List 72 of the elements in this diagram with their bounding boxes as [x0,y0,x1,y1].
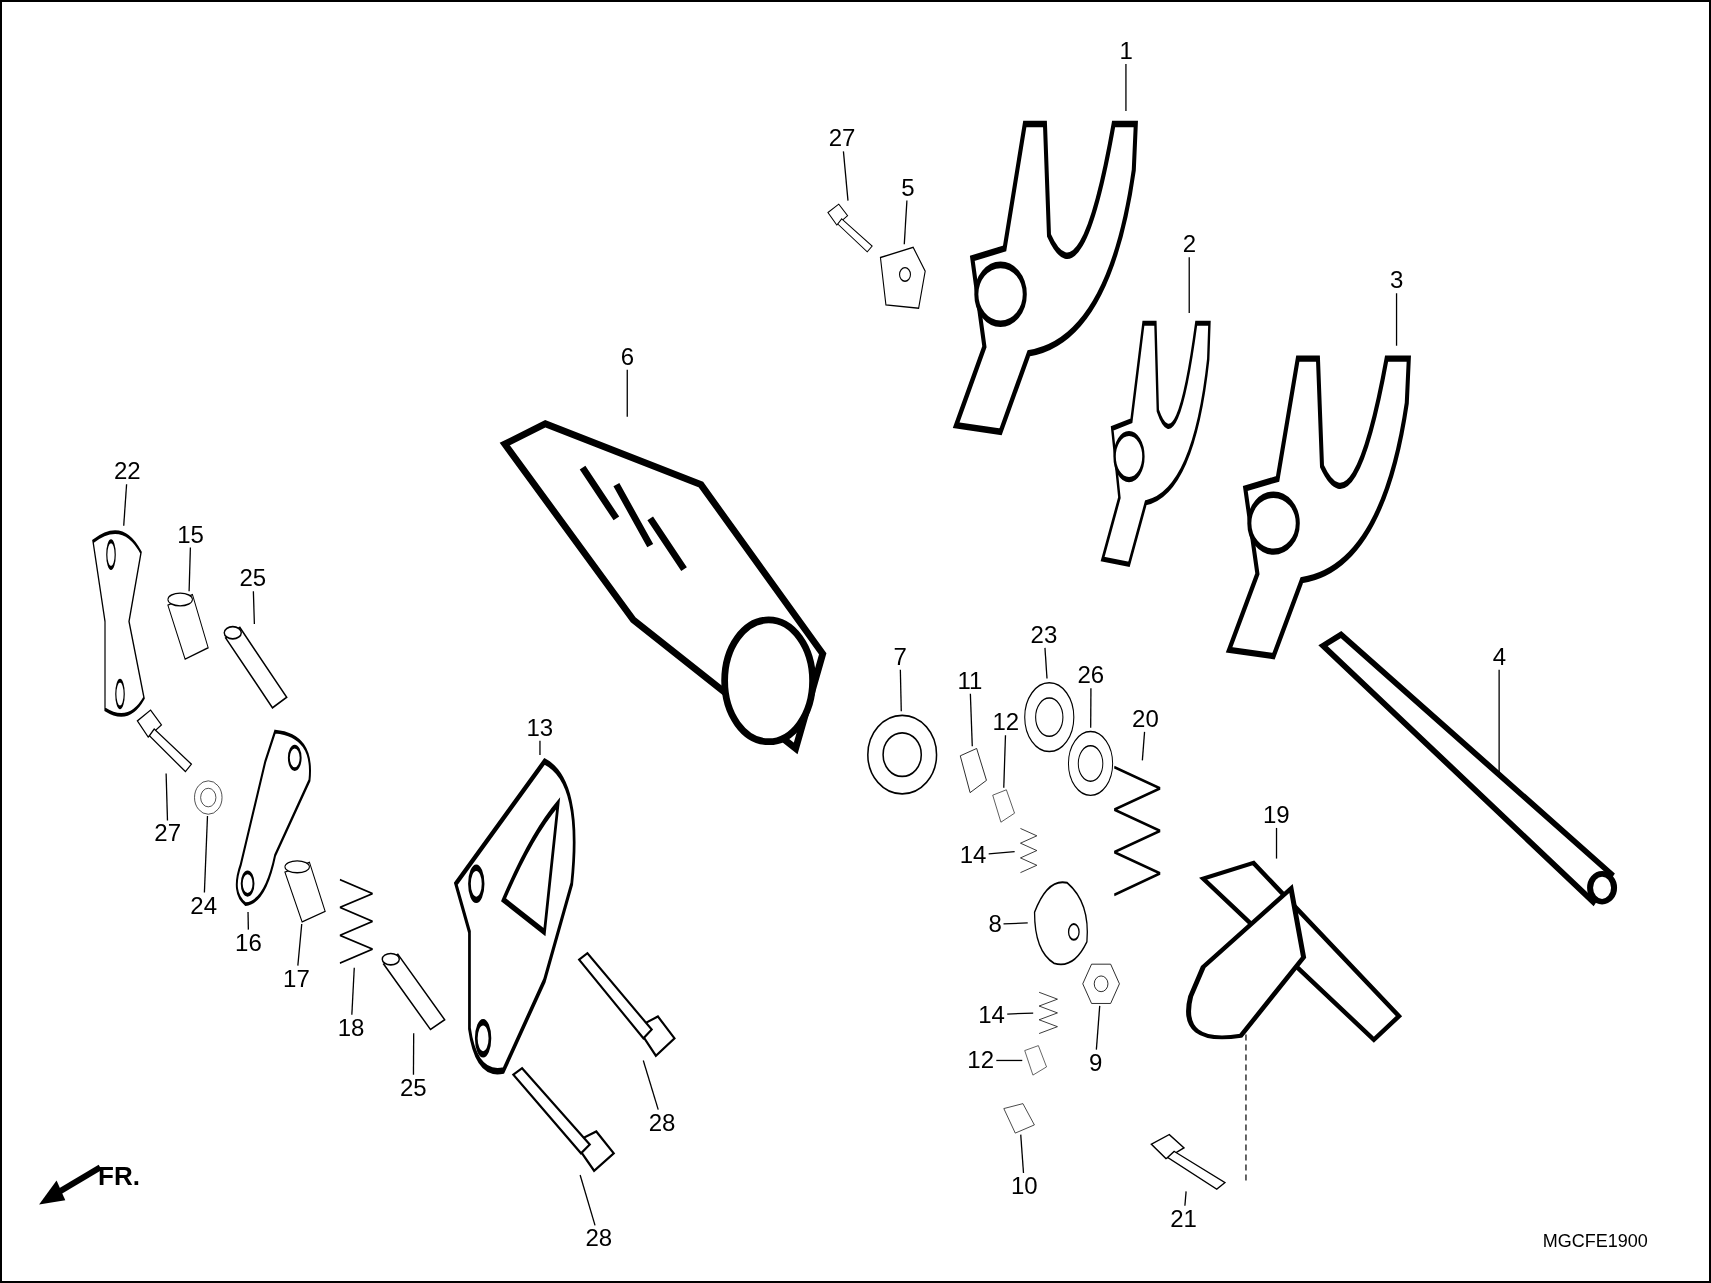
callout-number: 6 [618,343,637,370]
callout-number: 27 [826,125,858,152]
callout-number: 26 [1075,662,1107,689]
callout-number: 11 [955,667,985,694]
leader-line [1006,1012,1034,1015]
leader-line [903,199,908,245]
leader-line [1184,1190,1187,1207]
callout-number: 24 [188,892,220,919]
callout-number: 13 [524,714,556,741]
callout-number: 25 [397,1074,429,1101]
leader-line [626,369,628,418]
callout-number: 23 [1028,621,1060,648]
washer-drawing [192,778,224,816]
leader-line [412,1032,415,1076]
leader-line [1095,1005,1101,1051]
leader-line [579,1174,596,1226]
callout-number: 5 [899,174,917,201]
callout-number: 12 [990,709,1022,736]
callout-number: 22 [112,458,143,485]
callout-number: 28 [583,1225,615,1252]
callout-number: 10 [1008,1172,1040,1199]
callout-number: 27 [152,820,184,847]
leader-line [247,911,249,931]
leader-line [1395,292,1398,347]
leader-line [1188,256,1190,314]
leader-line [188,546,192,592]
callout-number: 1 [1117,38,1135,65]
small-part-drawing [1022,1044,1050,1077]
callout-number: 2 [1180,231,1199,258]
leader-line [899,669,902,712]
callout-number: 14 [957,842,989,869]
leader-line [165,772,169,822]
nut-drawing [1082,962,1121,1006]
callout-number: 21 [1168,1205,1199,1232]
callout-number: 8 [986,911,1004,938]
callout-number: 16 [233,929,264,956]
small-part-drawing [989,787,1017,824]
leader-line [1275,827,1278,860]
callout-number: 18 [335,1014,367,1041]
leader-line [297,923,303,967]
leader-line [642,1059,659,1111]
callout-number: 14 [976,1001,1007,1028]
leader-line [1044,647,1048,680]
leader-line [1003,734,1007,789]
callout-number: 15 [175,521,206,548]
callout-number: 12 [965,1047,996,1074]
leader-line [123,483,128,527]
leader-line [1125,63,1127,112]
leader-line [842,150,849,202]
leader-line [203,815,209,894]
leader-line [988,850,1016,855]
leader-line [351,967,355,1016]
leader-line [1141,731,1146,762]
callout-number: 3 [1388,267,1406,294]
callout-number: 25 [237,565,269,592]
callout-number: 28 [646,1109,678,1136]
diagram-code: MGCFE1900 [1542,1230,1648,1252]
leader-line [539,740,541,756]
direction-label: FR. [98,1160,140,1192]
callout-number: 9 [1086,1049,1105,1076]
callout-number: 4 [1490,643,1508,670]
leader-line [995,1059,1023,1062]
callout-number: 7 [891,643,909,670]
callout-number: 19 [1261,801,1292,828]
shaft-drawing [1316,629,1617,908]
callout-number: 20 [1130,705,1161,732]
callout-number: 17 [281,965,312,992]
leader-line [969,693,973,747]
leader-line [1020,1134,1025,1174]
leader-line [1090,687,1092,729]
leader-line [252,590,255,625]
leader-line [1002,922,1029,925]
